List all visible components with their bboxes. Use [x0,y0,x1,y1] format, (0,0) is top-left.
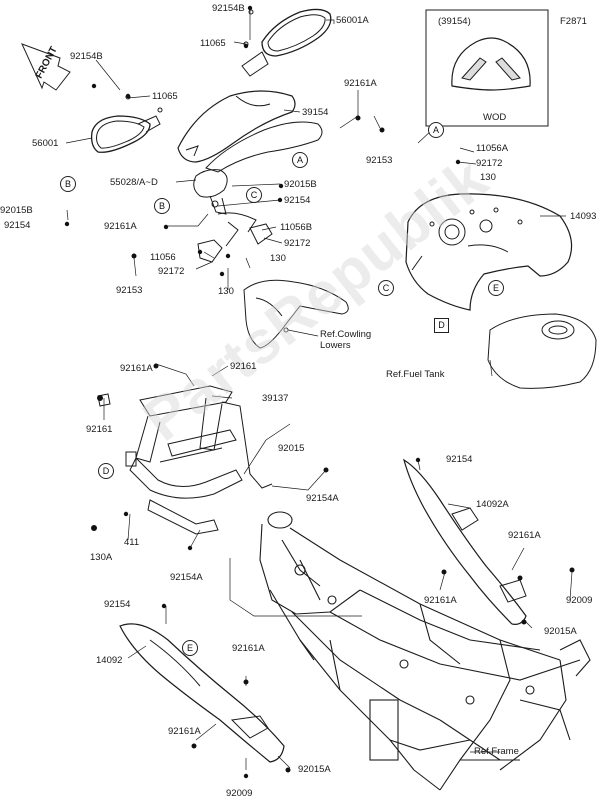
part-label-11065-left: 11065 [152,91,178,102]
ref-cowling-lowers: Ref.Cowling Lowers [320,329,372,351]
part-label-14092: 14092 [96,655,123,666]
subframe-icon [97,385,273,535]
part-label-92161A-frame: 92161A [120,363,153,374]
part-label-92161A-top: 92161A [344,78,377,89]
part-label-92172-mid: 92172 [284,238,311,249]
inset-caption: WOD [483,112,507,123]
side-cowl-left-icon [119,623,285,763]
front-arrow-icon [21,43,71,91]
fuel-tank-icon [487,313,597,389]
part-label-130-right: 130 [480,172,496,183]
callout-E-right: E [488,280,504,296]
bracket-11056-icon [197,221,273,263]
callout-C-right: C [378,280,394,296]
part-label-92009-b: 92009 [226,788,253,799]
part-label-39154: 39154 [302,107,329,118]
callout-B-left: B [60,176,76,192]
ref-fuel-tank: Ref.Fuel Tank [386,369,445,380]
part-label-14092A: 14092A [476,499,509,510]
part-label-92154B-left: 92154B [70,51,103,62]
windshield-icon [177,90,296,163]
inner-fairing-icon [405,193,573,311]
part-label-92154-mid: 92154 [284,195,311,206]
part-label-130-low: 130 [218,286,234,297]
part-label-92015A-right: 92015A [544,626,577,637]
part-label-92161A-mid: 92161A [104,221,137,232]
inset-part-label: (39154) [438,16,471,27]
part-label-130A: 130A [90,552,113,563]
part-label-92015: 92015 [278,443,305,454]
part-label-39137: 39137 [262,393,289,404]
part-label-92015B-left: 92015B [0,205,33,216]
figure-code: F2871 [560,16,587,27]
part-label-14093: 14093 [570,211,597,222]
part-label-11056B: 11056B [280,222,313,233]
part-label-11056A: 11056A [476,143,509,154]
part-label-56001: 56001 [32,138,59,149]
part-label-11065-top: 11065 [200,38,226,49]
part-label-130-mid: 130 [270,253,286,264]
upper-cowl-icon [193,121,323,233]
part-label-411: 411 [124,537,140,548]
part-label-92161-frame-r: 92161 [230,361,257,372]
part-label-92172-right: 92172 [476,158,503,169]
side-cowl-right-icon [403,458,527,625]
part-label-92172-low: 92172 [158,266,185,277]
mirror-right-icon [241,8,332,77]
part-label-92154B-top: 92154B [212,3,245,14]
part-label-92154A-b: 92154A [170,572,203,583]
part-label-56001A: 56001A [336,15,369,26]
part-label-92161A-bl: 92161A [232,643,265,654]
part-label-92154A-a: 92154A [306,493,339,504]
ref-frame: Ref.Frame [474,746,519,757]
callout-D-right: D [434,318,449,333]
leader-lines [65,10,573,770]
part-label-92153-top: 92153 [366,155,393,166]
part-label-92153-low: 92153 [116,285,143,296]
callout-D-left: D [98,463,114,479]
part-label-92154-right: 92154 [446,454,473,465]
main-frame-icon [259,511,591,791]
callout-C-upper: C [246,187,262,203]
part-label-92161A-bl2: 92161A [168,726,201,737]
callout-E-left: E [182,640,198,656]
part-label-92154-bl: 92154 [104,599,131,610]
part-label-92015A-b: 92015A [298,764,331,775]
part-label-92015B-right: 92015B [284,179,317,190]
part-label-92009-right: 92009 [566,595,593,606]
fasteners [64,5,575,779]
part-label-92161-frame-l: 92161 [86,424,113,435]
part-label-92161A-r1: 92161A [508,530,541,541]
part-label-92154-left: 92154 [4,220,31,231]
callout-A-upper: A [292,152,308,168]
callout-A-right: A [428,122,444,138]
part-label-92161A-r2: 92161A [424,595,457,606]
part-label-55028: 55028/A~D [110,177,158,188]
mirror-left-icon [90,94,163,153]
callout-B-mid: B [154,198,170,214]
part-label-11056: 11056 [150,252,176,263]
inset-box [425,9,549,127]
